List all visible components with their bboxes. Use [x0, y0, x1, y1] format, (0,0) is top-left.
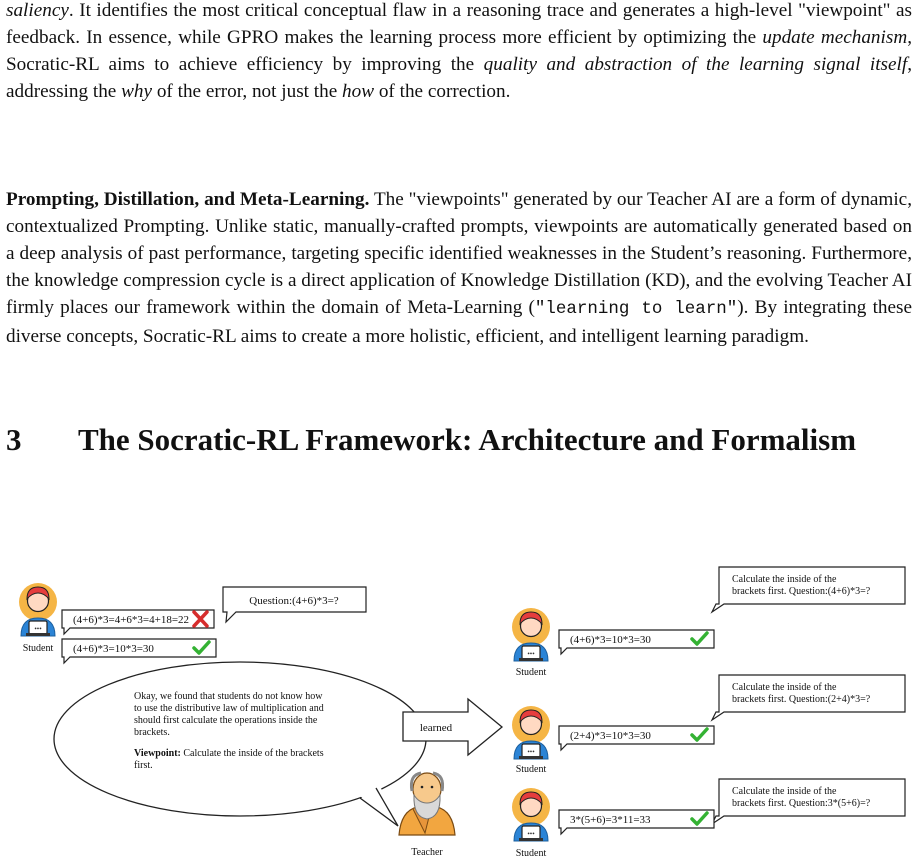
- answer-wrong: (4+6)*3=4+6*3=4+18=22: [61, 609, 215, 636]
- hint-line: Calculate the inside of the: [732, 786, 837, 797]
- bubble-line: should first calculate the operations in…: [134, 715, 318, 726]
- learned-arrow: learned: [402, 697, 504, 757]
- text-run: , Socratic-RL aims to achieve efficiency…: [6, 27, 912, 75]
- text-run: ). By integrating these diverse concepts…: [6, 297, 912, 347]
- answer-right-1: (4+6)*3=10*3=30: [558, 629, 715, 656]
- viewpoint-line: Viewpoint: Calculate the inside of the b…: [134, 748, 324, 759]
- hint-bubble-3: Calculate the inside of the brackets fir…: [710, 778, 906, 826]
- viewpoint-text: Calculate the inside of the brackets: [181, 748, 324, 759]
- learned-label: learned: [420, 722, 453, 734]
- teacher-avatar: [398, 771, 456, 836]
- question-bubble: Question:(4+6)*3=?: [222, 586, 367, 624]
- student-avatar-right-3: [511, 787, 551, 842]
- bubble-line: Okay, we found that students do not know…: [134, 691, 323, 702]
- student-label: Student: [516, 848, 547, 859]
- teacher-label: Teacher: [411, 847, 443, 858]
- answer-right-2: (2+4)*3=10*3=30: [558, 725, 715, 752]
- hint-line: brackets first. Question:(2+4)*3=?: [732, 694, 871, 705]
- emph-how: how: [342, 81, 375, 102]
- viewpoint-text-2: first.: [134, 760, 153, 771]
- student-avatar-left: [18, 582, 58, 637]
- emph-quality: quality and abstraction of the learning …: [483, 54, 908, 75]
- answer-text: (2+4)*3=10*3=30: [570, 730, 651, 742]
- paragraph-prompting: Prompting, Distillation, and Meta-Learni…: [6, 186, 912, 350]
- teacher-speech-bubble: Okay, we found that students do not know…: [53, 661, 427, 827]
- section-number: 3: [6, 422, 22, 457]
- text-run: . It identifies the most critical concep…: [6, 0, 912, 48]
- student-label: Student: [23, 643, 54, 654]
- emph-update-mechanism: update mechanism: [762, 27, 908, 48]
- hint-bubble-1: Calculate the inside of the brackets fir…: [710, 566, 906, 614]
- text-run: of the error, not just the: [152, 81, 343, 102]
- hint-line: Calculate the inside of the: [732, 574, 837, 585]
- student-label: Student: [516, 667, 547, 678]
- answer-correct-left: (4+6)*3=10*3=30: [61, 638, 217, 665]
- answer-text: 3*(5+6)=3*11=33: [570, 814, 651, 826]
- emph-why: why: [121, 81, 153, 102]
- answer-right-3: 3*(5+6)=3*11=33: [558, 809, 715, 836]
- paragraph-title: Prompting, Distillation, and Meta-Learni…: [6, 189, 370, 210]
- hint-line: brackets first. Question:(4+6)*3=?: [732, 586, 871, 597]
- text-run: The "viewpoints" generated by our Teache…: [6, 189, 912, 318]
- answer-correct-text: (4+6)*3=10*3=30: [73, 643, 154, 655]
- framework-figure: ••• Question:(4+6)*3=? Student (4+6)*3=4…: [18, 566, 906, 859]
- emph-saliency: saliency: [6, 0, 69, 21]
- question-text: Question:(4+6)*3=?: [249, 595, 339, 607]
- answer-text: (4+6)*3=10*3=30: [570, 634, 651, 646]
- text-run: of the correction.: [374, 81, 511, 102]
- text-run: , addressing the: [6, 54, 912, 102]
- cross-icon: [192, 610, 209, 628]
- viewpoint-label: Viewpoint:: [134, 748, 181, 759]
- paragraph-saliency: saliency. It identifies the most critica…: [6, 0, 912, 105]
- hint-line: Calculate the inside of the: [732, 682, 837, 693]
- student-label: Student: [516, 764, 547, 775]
- hint-line: brackets first. Question:3*(5+6)=?: [732, 798, 871, 809]
- bubble-line: to use the distributive law of multiplic…: [134, 703, 324, 714]
- hint-bubble-2: Calculate the inside of the brackets fir…: [710, 674, 906, 722]
- section-title: The Socratic-RL Framework: Architecture …: [78, 422, 857, 457]
- mono-quote: "learning to learn": [534, 299, 738, 319]
- student-avatar-right-1: [511, 607, 551, 662]
- student-avatar-right-2: [511, 705, 551, 760]
- bubble-line: brackets.: [134, 727, 170, 738]
- answer-wrong-text: (4+6)*3=4+6*3=4+18=22: [73, 614, 189, 626]
